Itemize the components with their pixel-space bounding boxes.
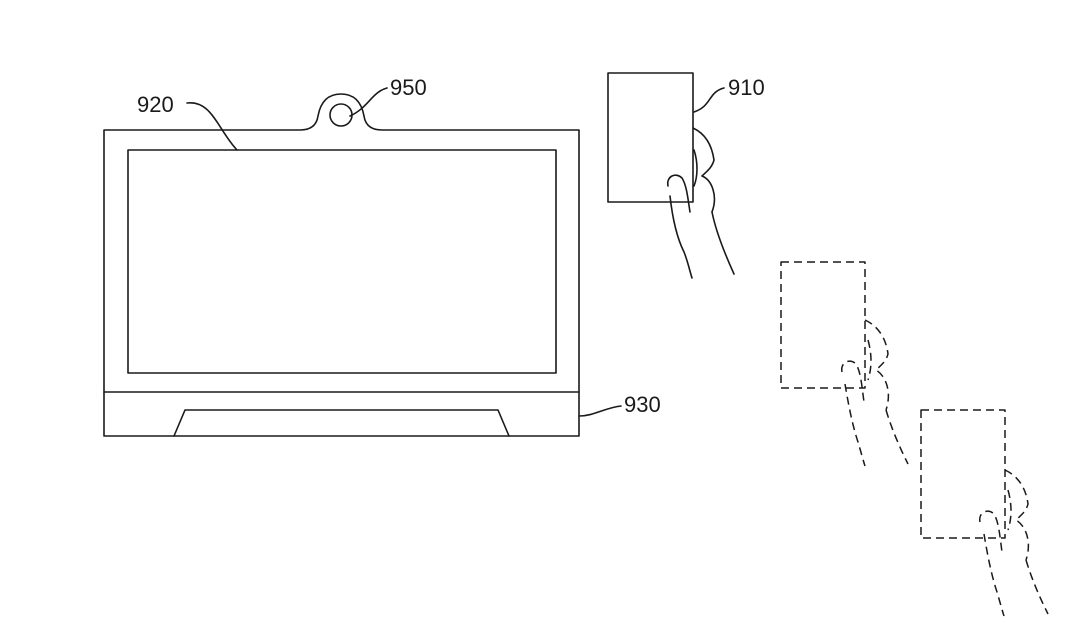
label-910: 910 <box>728 75 765 100</box>
hand-wrist-dashed-2 <box>1025 559 1049 615</box>
card-device-dashed-1 <box>780 261 909 467</box>
hand-palm-dashed-1 <box>844 383 866 467</box>
hand-wrist-dashed-1 <box>885 409 909 465</box>
hand-thumb-dashed-1 <box>841 360 865 403</box>
leader-930 <box>578 405 622 417</box>
leader-950 <box>349 87 388 117</box>
leader-910 <box>693 87 725 113</box>
card-dashed-2 <box>920 409 1006 539</box>
hand-wrist <box>711 211 735 275</box>
hand-knuckle-dashed-2 <box>1007 489 1012 531</box>
hand-fingers-dashed-2 <box>1004 469 1030 561</box>
stand-cutout <box>173 409 510 437</box>
label-920: 920 <box>137 92 174 117</box>
hand-knuckle-dashed-1 <box>867 339 872 381</box>
hand-knuckle <box>693 149 698 187</box>
hand-thumb-dashed-2 <box>979 510 1003 553</box>
display-housing <box>103 93 580 437</box>
card-device-dashed-2 <box>920 409 1049 617</box>
leader-920 <box>186 102 238 151</box>
card-dashed-1 <box>780 261 866 389</box>
card-910 <box>607 72 694 203</box>
label-950: 950 <box>390 75 427 100</box>
hand-palm <box>669 195 693 279</box>
hand-palm-dashed-2 <box>983 533 1005 617</box>
card-device-solid <box>607 72 735 279</box>
hand-fingers-dashed-1 <box>864 319 890 411</box>
label-930: 930 <box>624 392 661 417</box>
camera-lens-icon <box>329 103 353 127</box>
hand-thumb <box>666 174 691 213</box>
display-screen <box>127 149 557 374</box>
hand-fingers <box>692 127 716 213</box>
display-device <box>103 93 580 437</box>
